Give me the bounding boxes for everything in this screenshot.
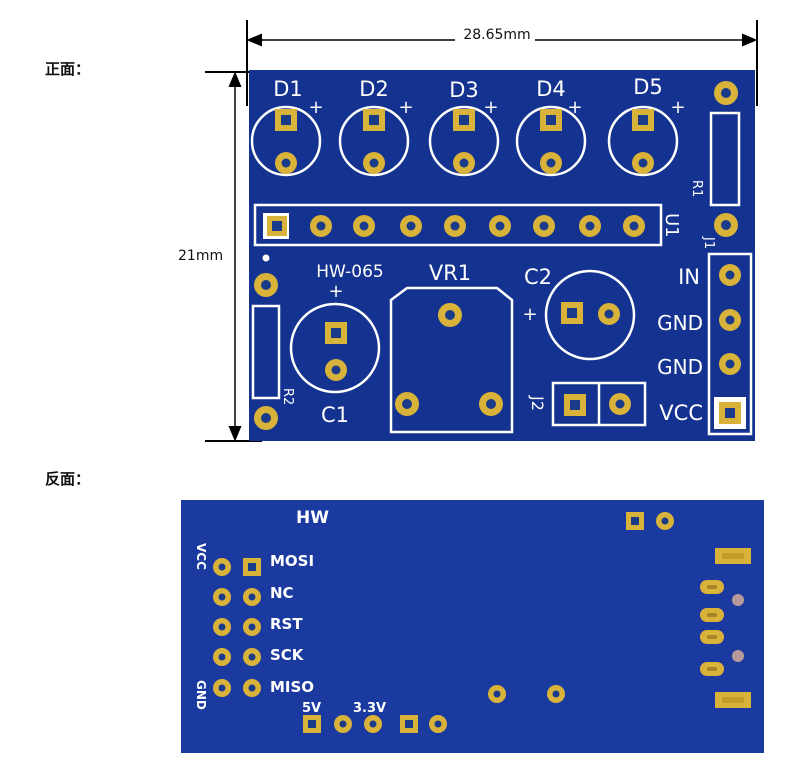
led-outline-d3 bbox=[428, 105, 500, 177]
led-label-d5: D5 bbox=[633, 75, 663, 99]
u1-label: U1 bbox=[661, 213, 682, 238]
model-label: HW-065 bbox=[316, 262, 384, 282]
pin-label-vcc: VCC bbox=[659, 401, 703, 425]
width-label-bg bbox=[455, 27, 535, 41]
front-board-substrate bbox=[249, 70, 755, 441]
led-plus-d3: + bbox=[483, 97, 498, 118]
back-pin-label-miso: MISO bbox=[270, 678, 314, 696]
led-plus-d2: + bbox=[398, 97, 413, 118]
power-header-outline bbox=[707, 252, 753, 436]
c1-outline bbox=[289, 302, 381, 394]
back-pin-label-nc: NC bbox=[270, 584, 294, 602]
back-pin-label-sck: SCK bbox=[270, 646, 305, 664]
r1-outline bbox=[709, 111, 741, 207]
c2-label: C2 bbox=[524, 265, 552, 289]
led-pads bbox=[275, 109, 654, 174]
back-pin-label-mosi: MOSI bbox=[270, 552, 314, 570]
led-label-d1: D1 bbox=[273, 77, 303, 101]
r2-label: R2 bbox=[280, 388, 295, 405]
led-plus-d1: + bbox=[308, 97, 323, 118]
back-pin-label-rst: RST bbox=[270, 615, 303, 633]
pin-label-gnd1: GND bbox=[657, 311, 703, 335]
c2-plus: + bbox=[522, 304, 537, 325]
led-outline-d2 bbox=[338, 105, 410, 177]
back-brand-label: HW bbox=[296, 508, 329, 528]
r2-outline bbox=[251, 304, 281, 400]
back-power-pads bbox=[303, 715, 447, 733]
led-label-d4: D4 bbox=[536, 77, 566, 101]
back-5v-label: 5V bbox=[302, 701, 321, 716]
u1-pads bbox=[310, 215, 645, 237]
j1-label: J1 bbox=[701, 236, 716, 249]
front-side-label: 正面： bbox=[45, 60, 91, 78]
c1-plus: + bbox=[328, 281, 343, 302]
pin-label-in: IN bbox=[678, 265, 700, 289]
led-plus-d4: + bbox=[567, 97, 582, 118]
back-side-label: 反面： bbox=[45, 470, 91, 488]
u1-header-outline bbox=[253, 203, 663, 247]
back-gnd-label: GND bbox=[194, 680, 208, 710]
led-label-d3: D3 bbox=[449, 78, 479, 102]
width-dimension-label: 28.65mm bbox=[463, 27, 530, 43]
vr1-outline bbox=[389, 286, 514, 434]
led-plus-d5: + bbox=[670, 97, 685, 118]
r2-dot bbox=[262, 254, 270, 262]
r1-label: R1 bbox=[689, 180, 704, 197]
vr1-label: VR1 bbox=[429, 261, 471, 285]
c2-outline bbox=[544, 269, 636, 361]
c1-label: C1 bbox=[321, 403, 349, 427]
back-spi-pads bbox=[213, 558, 261, 697]
led-outline-d1 bbox=[250, 105, 322, 177]
led-outline-d5 bbox=[607, 105, 679, 177]
back-3v3-label: 3.3V bbox=[353, 701, 386, 716]
led-outline-d4 bbox=[515, 105, 587, 177]
pin-label-gnd2: GND bbox=[657, 355, 703, 379]
led-outlines bbox=[250, 105, 679, 177]
j2-label: J2 bbox=[528, 395, 547, 411]
back-board-substrate bbox=[181, 500, 764, 753]
back-board: HW VCC GND MOSI NC RST SCK MISO 5V 3.3V bbox=[181, 500, 764, 753]
height-dimension-label: 21mm bbox=[178, 248, 224, 264]
back-vcc-label: VCC bbox=[194, 543, 208, 570]
led-label-d2: D2 bbox=[359, 77, 389, 101]
back-connector-pads bbox=[700, 548, 751, 708]
front-board: D1 D2 D3 D4 D5 + + + + + bbox=[249, 70, 755, 441]
